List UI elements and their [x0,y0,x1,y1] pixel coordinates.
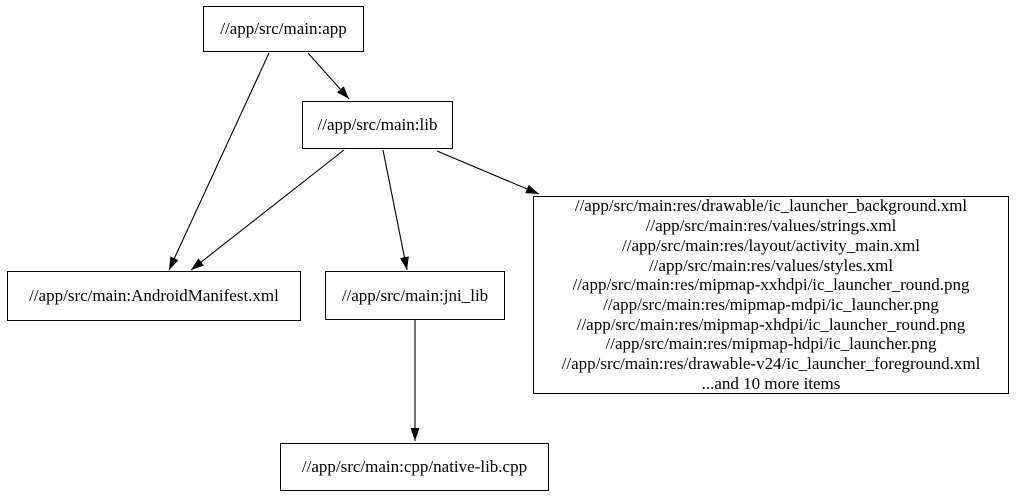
res-group-line: //app/src/main:res/values/styles.xml [648,255,894,275]
res-group-line: //app/src/main:res/layout/activity_main.… [622,235,920,255]
res-group-line: //app/src/main:res/drawable/ic_launcher_… [574,196,968,216]
res-group-line: //app/src/main:res/mipmap-mdpi/ic_launch… [603,295,939,314]
node-lib-label: //app/src/main:lib [317,115,438,134]
node-jni-lib-label: //app/src/main:jni_lib [341,285,489,305]
node-app-label: //app/src/main:app [220,19,347,38]
node-native-lib-cpp-label: //app/src/main:cpp/native-lib.cpp [301,457,528,476]
edge-app-to-lib [307,52,350,100]
res-group-line: //app/src/main:res/mipmap-xxhdpi/ic_laun… [572,275,970,295]
res-group-more-items: ...and 10 more items [701,373,841,393]
res-group-line: //app/src/main:res/mipmap-xhdpi/ic_launc… [576,314,966,334]
edge-lib-to-manifest [190,149,345,271]
res-group-line: //app/src/main:res/values/strings.xml [645,216,897,236]
edge-lib-to-jni-lib [382,149,409,271]
node-android-manifest-label: //app/src/main:AndroidManifest.xml [29,286,279,305]
node-app: //app/src/main:app [203,6,364,52]
node-android-manifest: //app/src/main:AndroidManifest.xml [7,271,301,321]
node-lib: //app/src/main:lib [302,101,453,149]
node-jni-lib: //app/src/main:jni_lib [325,271,505,320]
res-group-line: //app/src/main:res/drawable-v24/ic_launc… [561,354,981,374]
res-group-line: //app/src/main:res/mipmap-hdpi/ic_launch… [605,334,937,354]
node-res-group: //app/src/main:res/drawable/ic_launcher_… [533,196,1009,394]
edge-app-to-manifest [168,52,270,271]
node-native-lib-cpp: //app/src/main:cpp/native-lib.cpp [280,443,549,491]
edge-lib-to-res-group [436,150,540,195]
